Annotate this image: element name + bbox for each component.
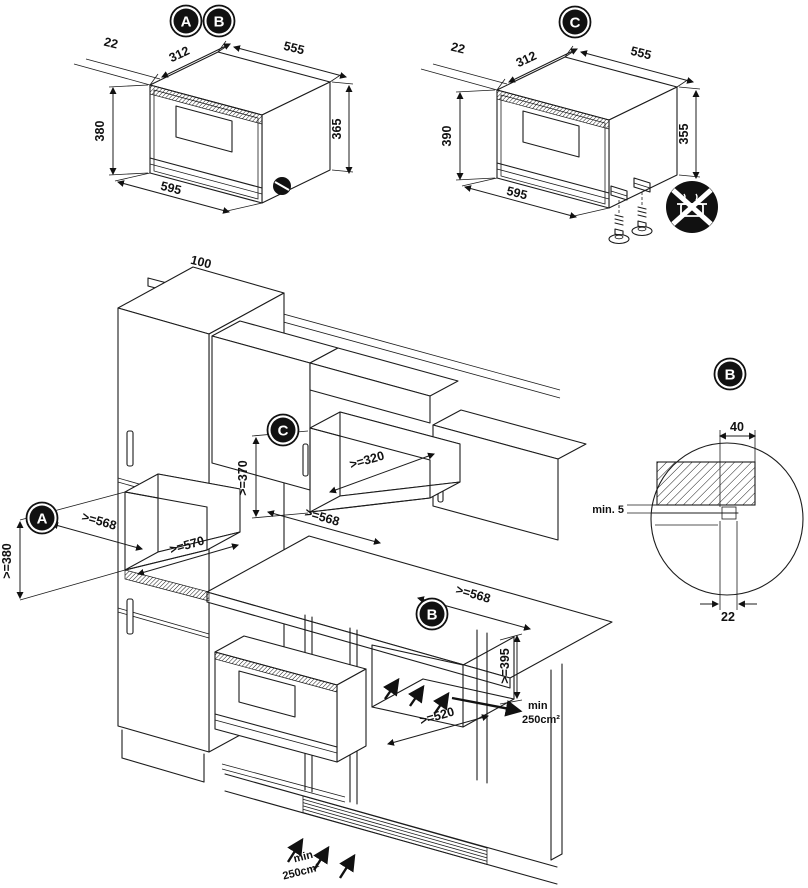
door-handle [302,443,309,477]
vent-area-label: 250cm² [522,714,560,726]
svg-text:A: A [37,511,48,528]
microwave-window [238,670,296,718]
vent-arrow-icon [383,677,400,700]
svg-text:C: C [570,15,581,32]
dim-door-gap: 22 [450,40,467,57]
dim-niche-a-width: >=568 [80,510,118,533]
dim-niche-b-height: >=395 [498,648,512,684]
vent-arrow-icon [433,691,450,714]
svg-text:A: A [181,14,192,31]
door-lower-line2 [149,163,263,195]
dim-depth: 312 [167,44,192,66]
door-window [175,105,233,153]
badge-b-detail: B [713,357,747,391]
countertop: >=568 B [124,535,613,689]
unit-view-ab: 22 312 555 380 365 595 A B [73,4,354,214]
dim-niche-a-height: >=380 [0,543,14,579]
adjustable-feet [608,177,653,245]
detail-circle [650,442,804,596]
vent-arrow-icon [312,845,330,871]
svg-text:C: C [278,423,289,440]
dim-height-right: 365 [330,119,344,140]
vent-arrow-icon [408,684,425,707]
dim-depth: 312 [514,49,539,71]
dim-width-top: 555 [629,44,653,63]
wall-cabinet-top-door [309,362,431,424]
wall-cabinets [211,320,587,541]
badge-c-scene: C [266,413,300,447]
counter-cut-section [124,569,210,602]
badge-c: C [558,5,592,39]
badge-b-scene: B [415,597,449,631]
door-lower-line [149,157,263,189]
vent-min-label: min [528,700,548,712]
dim-gap: min. 5 [592,504,624,516]
no-cookware-icon [666,181,718,233]
foot-plug-slash [274,181,290,191]
detail-b: B 40 min. 5 22 [592,357,804,624]
door-handle [126,598,134,635]
dim-height-left: 390 [440,126,454,147]
wall-cabinet-left-door [211,335,311,491]
door-outline [153,89,259,200]
unit-c-dimensions: 22 312 555 390 355 595 [420,40,701,219]
unit-ab-dimensions: 22 312 555 380 365 595 [73,35,354,214]
dim-thickness: 22 [721,610,735,624]
airflow-arrows [383,677,450,714]
door-top-vent [149,84,263,125]
dim-wall-offset: 100 [189,253,213,272]
door-lower-line2 [496,168,610,200]
kitchen-scene: 100 >=370 [0,253,613,885]
door-window [522,110,580,158]
plinth-vent-min-label: min [292,849,314,865]
door-handle [126,430,134,467]
plinth-vent-area-label: 250cm² [281,862,321,883]
door-top-vent [496,89,610,130]
badge-a-scene: A [25,501,59,535]
niche-a: >=380 >=568 >=570 A [0,473,241,601]
dim-width-bottom: 595 [159,179,183,198]
plinth-vent-grille [302,795,488,865]
dim-height-left: 380 [93,121,107,142]
unit-view-c: 22 312 555 390 355 595 [420,5,718,245]
plinth: min 250cm² [224,773,558,885]
svg-text:B: B [725,367,736,384]
dim-overhang: 40 [730,420,744,434]
dim-width-top: 555 [282,39,306,58]
door-lower-line [496,162,610,194]
plinth-airflow-arrows [286,837,356,879]
badge-a: A [169,4,203,38]
dim-door-gap: 22 [103,35,120,52]
door-outline [500,94,606,205]
svg-text:B: B [214,14,225,31]
vent-arrow-icon [338,853,356,879]
svg-text:B: B [427,607,438,624]
vent-arrow-icon [451,696,523,717]
dim-height-right: 355 [677,124,691,145]
dim-width-bottom: 595 [505,184,529,203]
badge-b: B [202,4,236,38]
vent-arrow-icon [286,837,304,863]
dim-niche-c-height: >=370 [236,460,250,496]
microwave-unit [214,635,367,803]
microwave-top-vent [214,651,338,693]
niche-c: >=370 >=320 >=568 C [236,411,461,545]
worktop-section [656,461,756,506]
